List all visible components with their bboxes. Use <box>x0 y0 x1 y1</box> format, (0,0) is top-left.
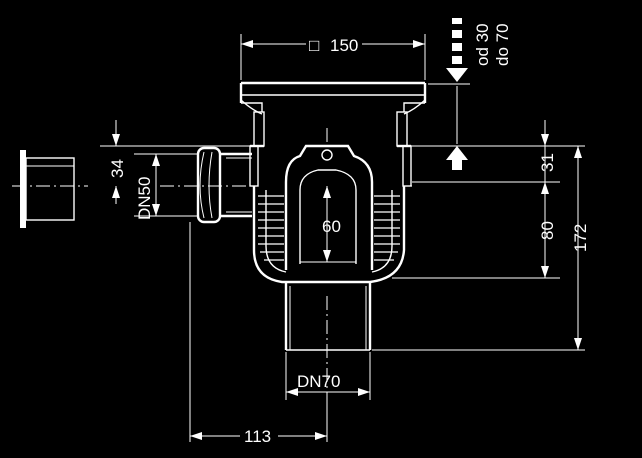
dim-172-label: 172 <box>571 224 590 252</box>
drain-bowl <box>252 185 412 284</box>
inlet-offset-label: 34 <box>108 159 127 178</box>
water-seal-label: 60 <box>322 217 341 236</box>
drain-upper-body <box>249 111 412 187</box>
dim-water-seal: 60 <box>300 186 356 263</box>
odour-trap <box>284 128 374 270</box>
height-adjustment: od 30 do 70 <box>428 18 512 170</box>
side-inlet-pipe <box>160 146 256 224</box>
horizontal-offset-label: 113 <box>244 427 271 446</box>
side-inlet-label: DN50 <box>135 177 154 220</box>
outlet-pipe <box>284 282 372 400</box>
dim-80-label: 80 <box>538 221 557 240</box>
top-width-symbol: □ <box>309 36 319 55</box>
drain-flange <box>239 81 427 115</box>
height-range-od: od 30 <box>473 23 492 66</box>
top-width-label: 150 <box>330 36 358 55</box>
dim-right-side: 31 80 172 <box>372 120 590 351</box>
extension-ring-part <box>12 150 88 228</box>
dim-31-label: 31 <box>538 153 557 172</box>
outlet-label: DN70 <box>297 372 340 391</box>
dim-horizontal-offset: 113 <box>189 222 328 446</box>
dim-left-inlet: 34 DN50 <box>100 120 250 220</box>
height-range-do: do 70 <box>493 23 512 66</box>
dim-top-width: □ 150 <box>240 34 426 80</box>
dim-outlet: DN70 <box>285 352 371 400</box>
